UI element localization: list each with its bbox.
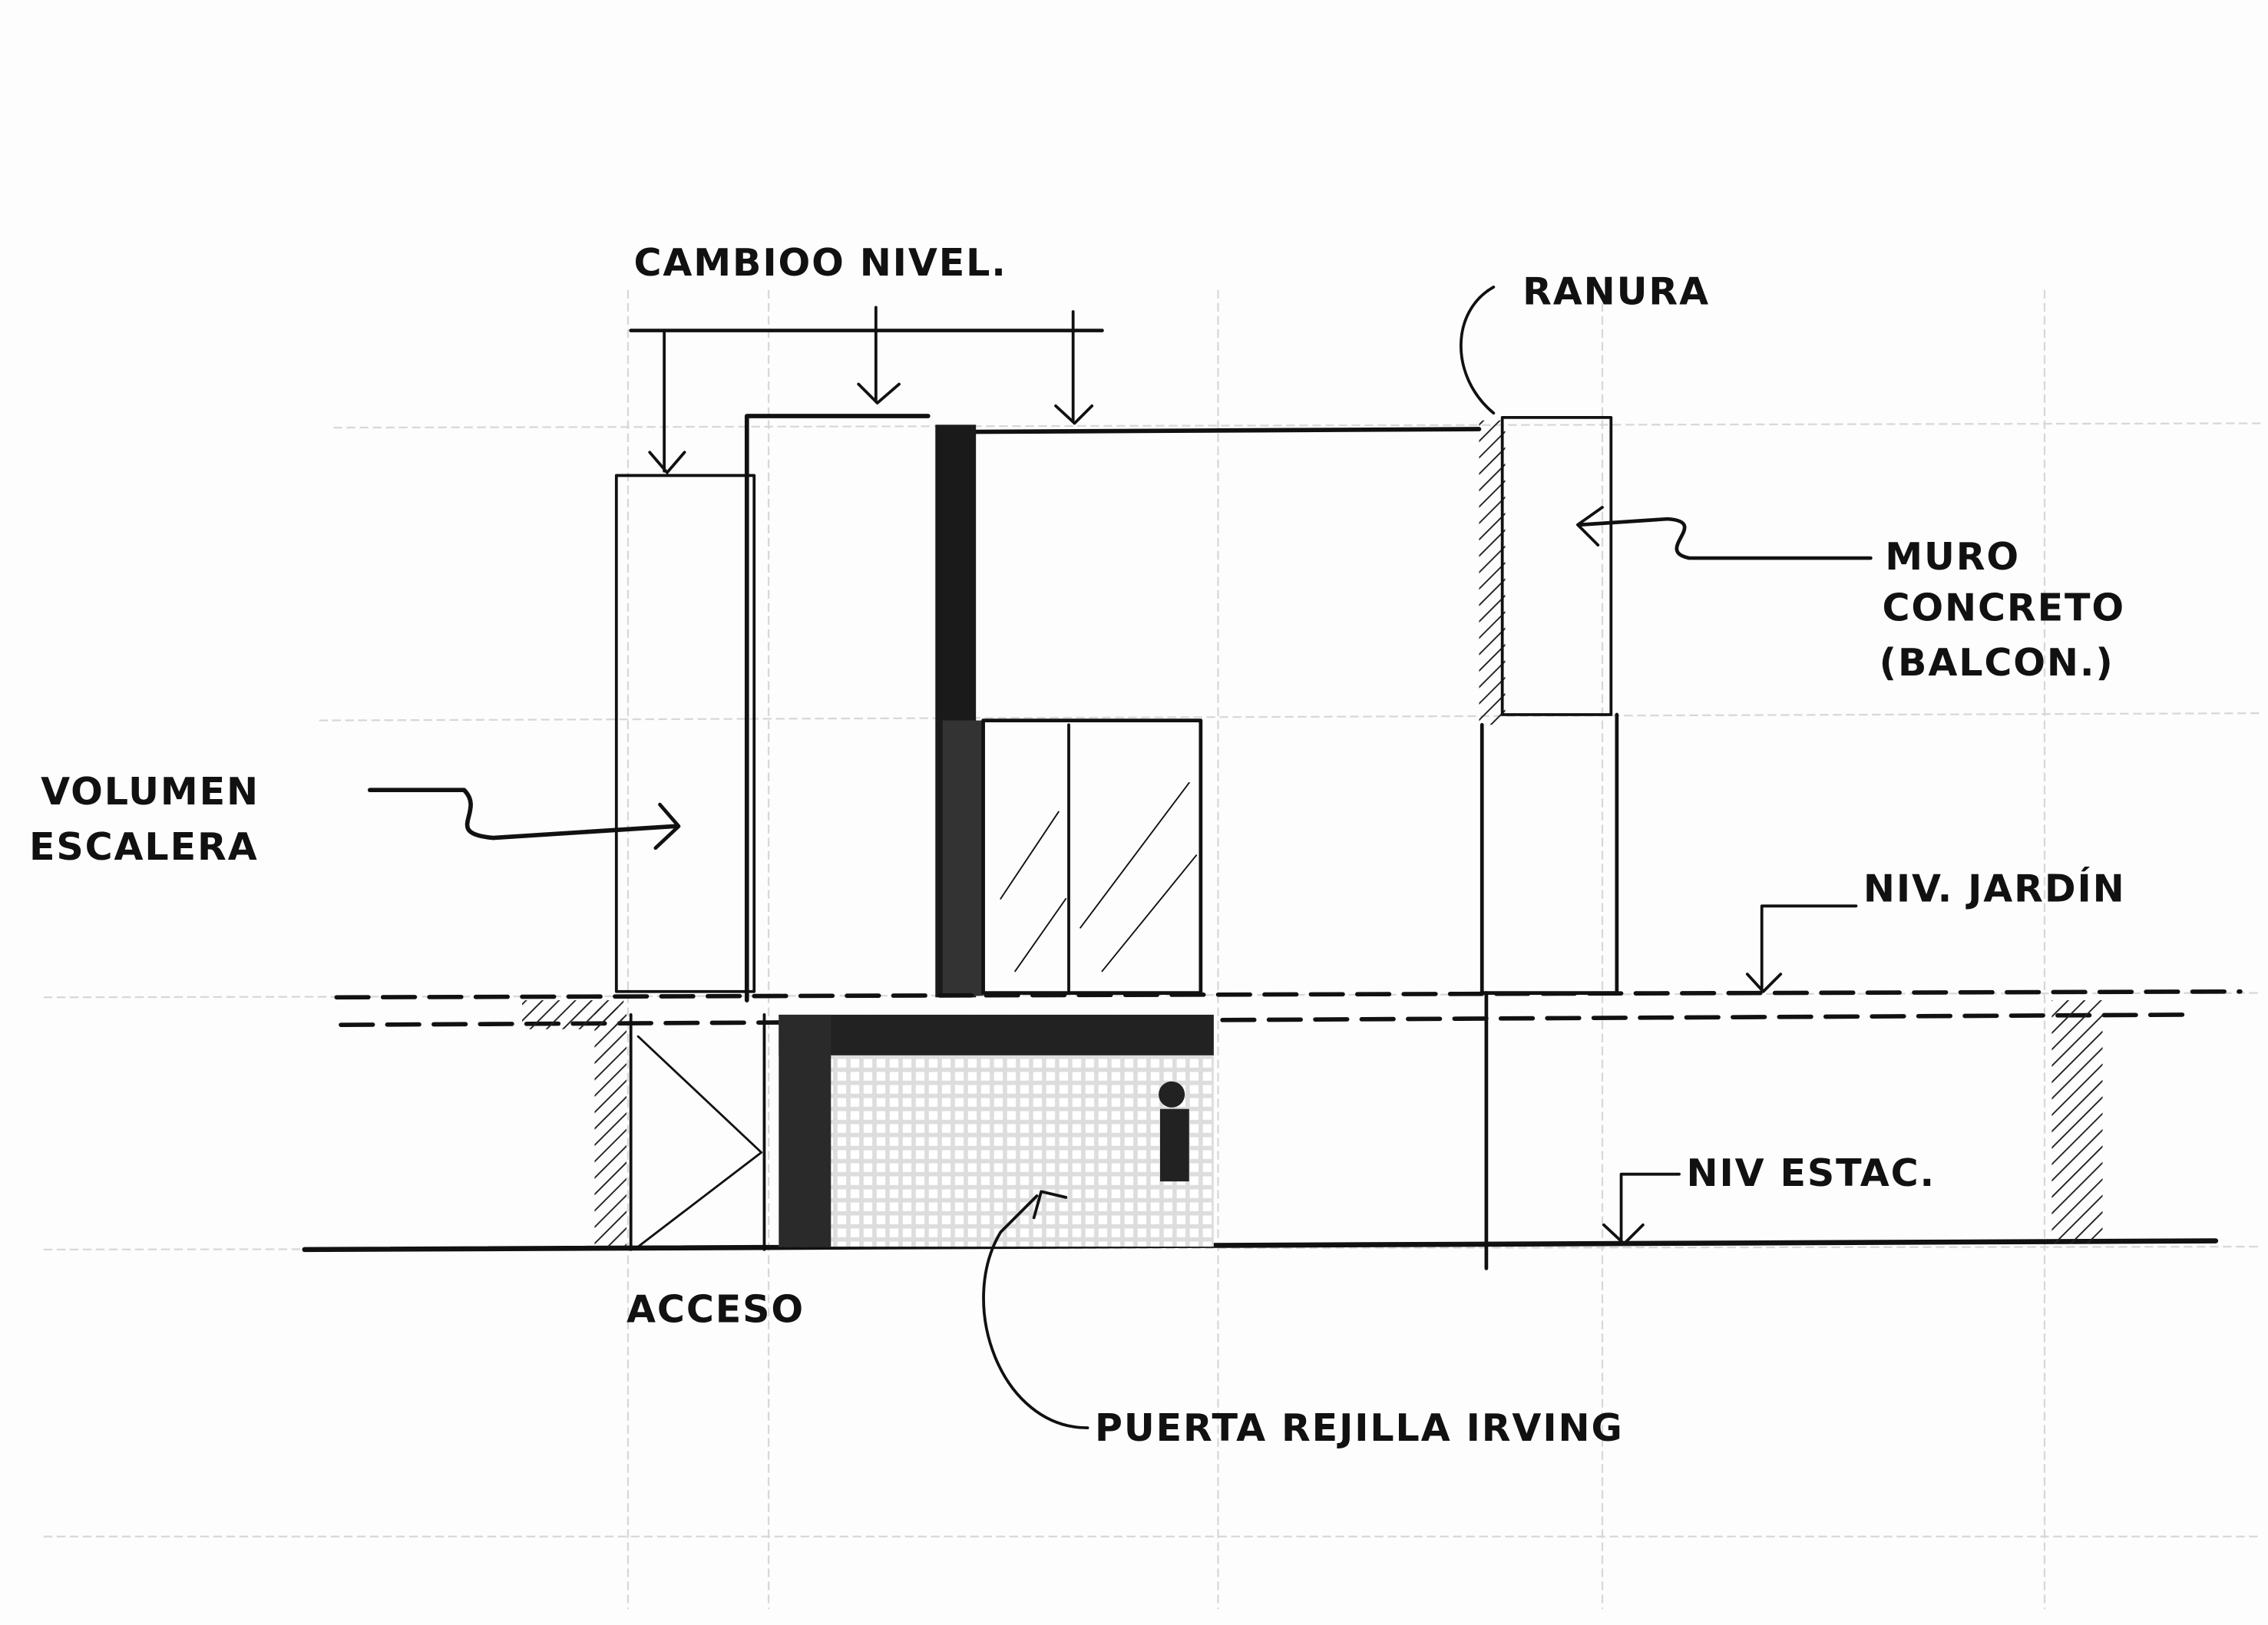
right-wall bbox=[2051, 1000, 2103, 1244]
label-ranura: RANURA bbox=[1522, 269, 1710, 314]
label-puerta-rejilla: PUERTA REJILLA IRVING bbox=[1095, 1405, 1624, 1450]
person-figure bbox=[1159, 1108, 1189, 1182]
label-volumen: VOLUMEN bbox=[41, 769, 260, 814]
labels: CAMBIOO NIVEL. RANURA MURO CONCRETO (BAL… bbox=[29, 240, 2126, 1450]
level-lines bbox=[302, 989, 2243, 1270]
label-balcon: (BALCON.) bbox=[1880, 640, 2114, 685]
stair-volume bbox=[614, 474, 756, 993]
upper-volume bbox=[744, 414, 1482, 1002]
label-niv-jardin: NIV. JARDÍN bbox=[1863, 866, 2126, 911]
label-niv-estac: NIV ESTAC. bbox=[1687, 1151, 1936, 1195]
label-escalera: ESCALERA bbox=[29, 824, 259, 869]
label-muro: MURO bbox=[1885, 534, 2020, 579]
annotation-arrows bbox=[367, 286, 1873, 1430]
label-cambio-nivel: CAMBIOO NIVEL. bbox=[633, 240, 1007, 285]
label-acceso: ACCESO bbox=[627, 1286, 805, 1331]
access-door bbox=[522, 1000, 766, 1251]
garage-grille-door bbox=[779, 1014, 1214, 1247]
label-concreto: CONCRETO bbox=[1882, 585, 2125, 629]
balcony-concrete-wall bbox=[1479, 415, 1619, 995]
